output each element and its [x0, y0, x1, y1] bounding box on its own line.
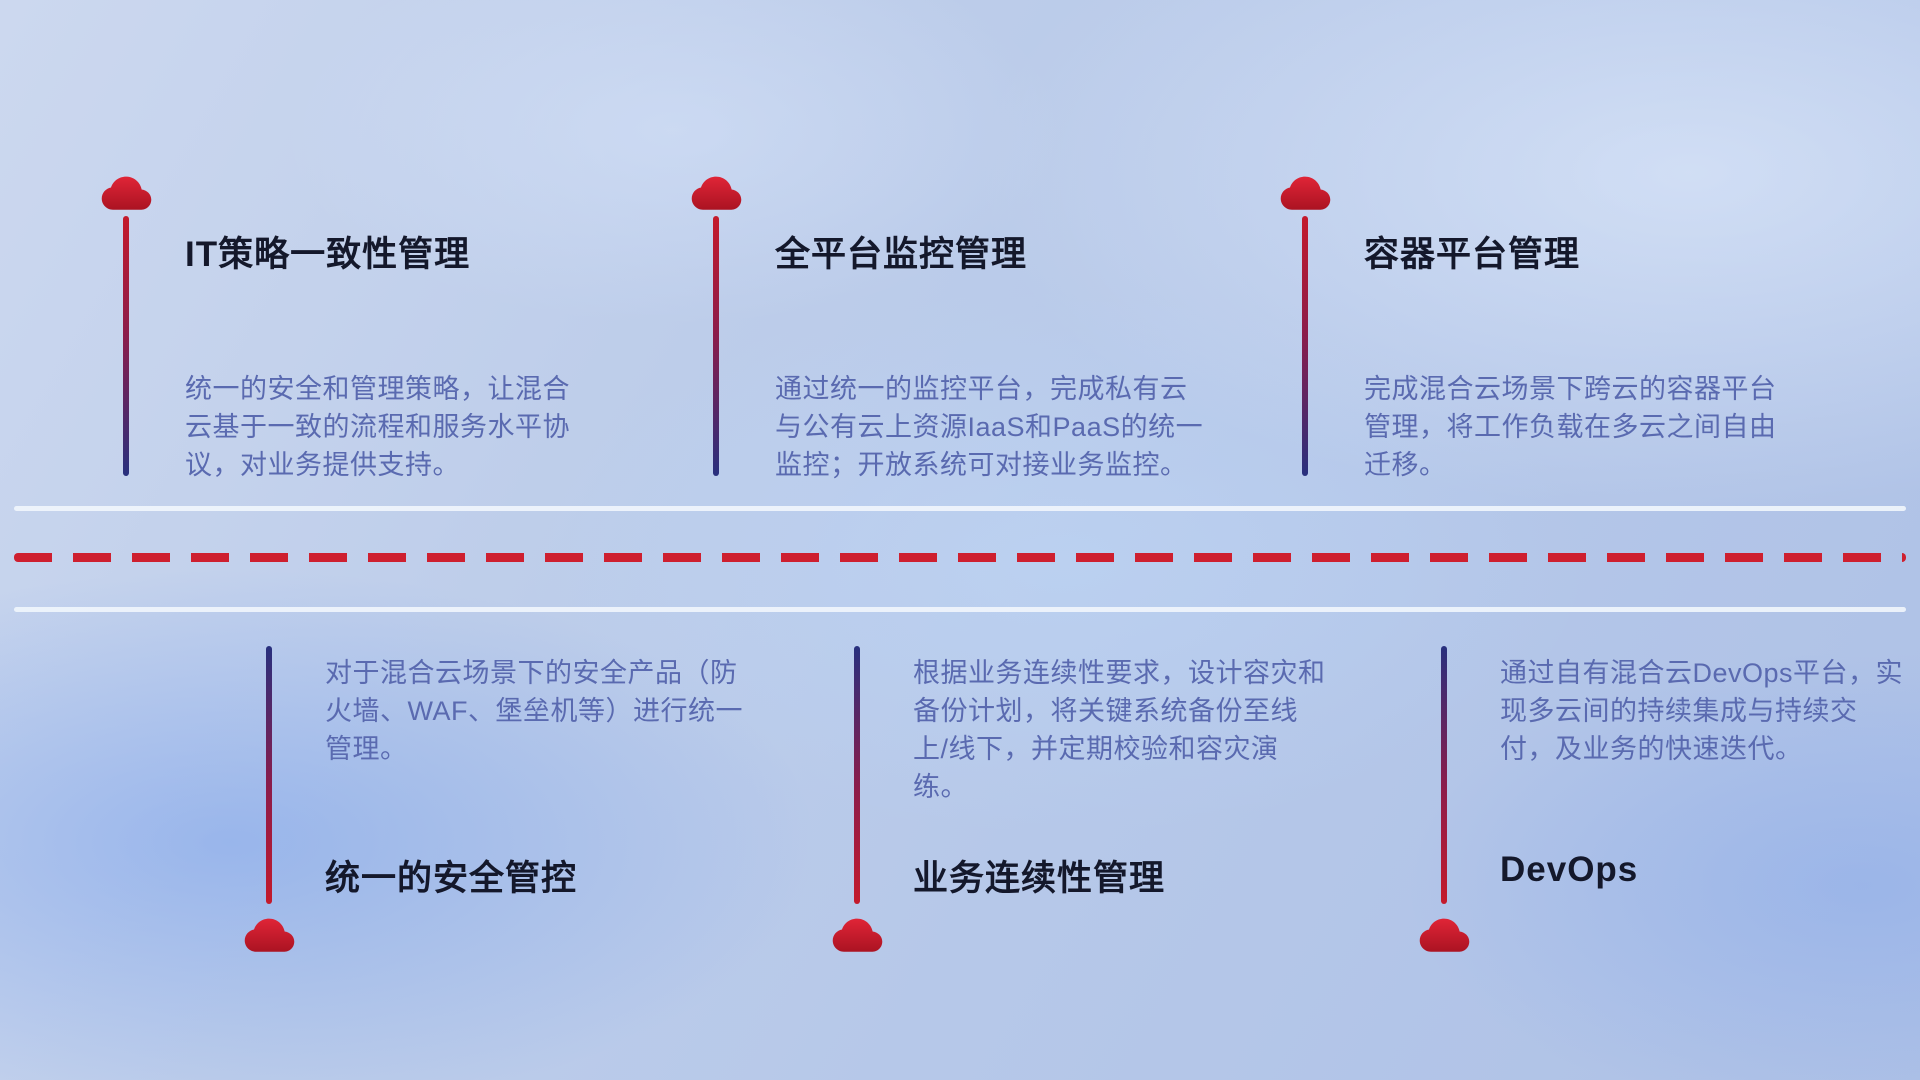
connector-line — [1302, 216, 1308, 476]
cloud-icon — [829, 914, 886, 954]
feature-description: 通过统一的监控平台，完成私有云与公有云上资源IaaS和PaaS的统一监控；开放系… — [775, 374, 1204, 480]
timeline-dashed-line — [14, 553, 1906, 562]
timeline-solid-line-bottom — [14, 607, 1906, 612]
feature-description: 完成混合云场景下跨云的容器平台管理，将工作负载在多云之间自由迁移。 — [1364, 374, 1777, 480]
cloud-icon — [1277, 172, 1334, 212]
feature-title: IT策略一致性管理 — [185, 235, 471, 274]
connector-line — [713, 216, 719, 476]
feature-title: 全平台监控管理 — [775, 235, 1028, 274]
cloud-icon — [688, 172, 745, 212]
connector-line — [266, 646, 272, 904]
feature-description: 通过自有混合云DevOps平台，实现多云间的持续集成与持续交付，及业务的快速迭代… — [1500, 658, 1904, 764]
connector-line — [854, 646, 860, 904]
connector-line — [123, 216, 129, 476]
cloud-icon — [1416, 914, 1473, 954]
cloud-icon — [241, 914, 298, 954]
feature-title: DevOps — [1500, 850, 1639, 889]
feature-description: 根据业务连续性要求，设计容灾和备份计划，将关键系统备份至线上/线下，并定期校验和… — [913, 658, 1326, 802]
feature-description: 统一的安全和管理策略，让混合云基于一致的流程和服务水平协议，对业务提供支持。 — [185, 374, 570, 480]
feature-description: 对于混合云场景下的安全产品（防火墙、WAF、堡垒机等）进行统一管理。 — [325, 658, 743, 764]
feature-title: 业务连续性管理 — [913, 859, 1166, 898]
connector-line — [1441, 646, 1447, 904]
feature-title: 容器平台管理 — [1364, 235, 1581, 274]
cloud-icon — [98, 172, 155, 212]
timeline-solid-line-top — [14, 506, 1906, 511]
feature-title: 统一的安全管控 — [325, 859, 578, 898]
